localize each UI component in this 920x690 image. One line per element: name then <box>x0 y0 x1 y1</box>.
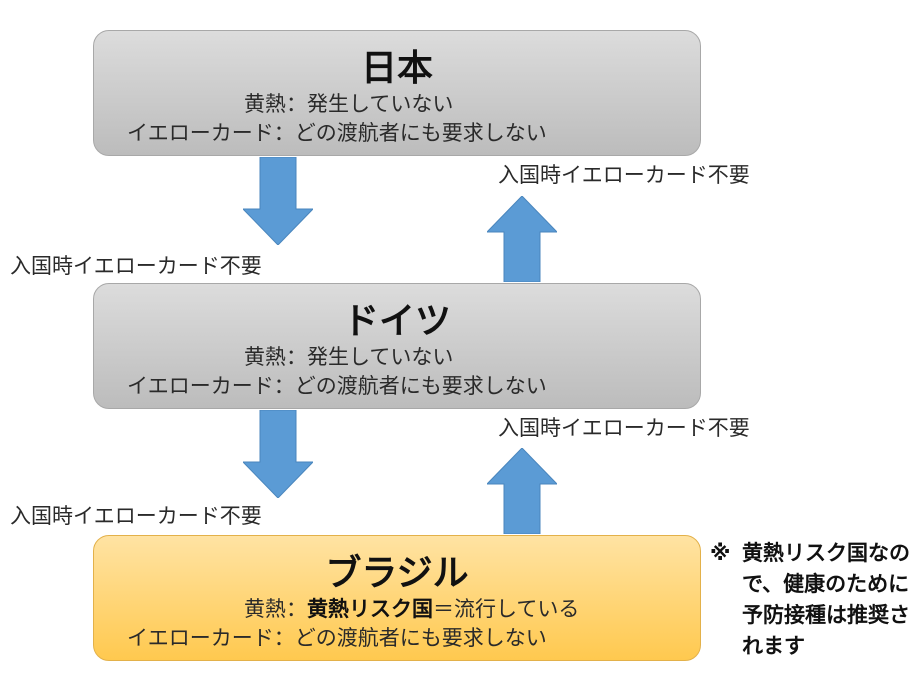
fever-label: 黄熱： <box>244 92 307 116</box>
arrow-label-japan-to-germany: 入国時イエローカード不要 <box>10 254 262 278</box>
fever-value: 発生していない <box>307 92 454 116</box>
fever-value: ＝流行している <box>433 597 580 621</box>
node-brazil: ブラジル 黄熱：黄熱リスク国＝流行している イエローカード：どの渡航者にも要求し… <box>93 535 701 661</box>
node-japan-fever-line: 黄熱：発生していない <box>244 88 453 118</box>
card-label: イエローカード： <box>127 626 295 650</box>
fever-risk: 黄熱リスク国 <box>307 597 433 621</box>
fever-label: 黄熱： <box>244 597 307 621</box>
card-label: イエローカード： <box>127 121 295 145</box>
card-value: どの渡航者にも要求しない <box>294 374 547 398</box>
arrow-label-brazil-to-germany: 入国時イエローカード不要 <box>498 416 750 440</box>
node-germany-title: ドイツ <box>342 301 451 342</box>
arrow-up-germany-japan <box>487 196 557 282</box>
node-brazil-card-line: イエローカード：どの渡航者にも要求しない <box>127 622 547 652</box>
arrow-down-germany-brazil <box>243 410 313 498</box>
node-germany-fever-line: 黄熱：発生していない <box>244 341 453 371</box>
note-text: 黄熱リスク国なので、健康のために予防接種は推奨されます <box>742 541 910 658</box>
fever-value: 発生していない <box>307 345 454 369</box>
note-mark: ※ <box>710 541 731 565</box>
node-germany-card-line: イエローカード：どの渡航者にも要求しない <box>127 370 547 400</box>
fever-label: 黄熱： <box>244 345 307 369</box>
vaccination-note: ※ 黄熱リスク国なので、健康のために予防接種は推奨されます <box>710 538 915 662</box>
arrow-down-japan-germany <box>243 157 313 245</box>
card-value: どの渡航者にも要求しない <box>294 626 547 650</box>
node-germany: ドイツ 黄熱：発生していない イエローカード：どの渡航者にも要求しない <box>93 283 701 409</box>
node-japan: 日本 黄熱：発生していない イエローカード：どの渡航者にも要求しない <box>93 30 701 156</box>
node-brazil-title: ブラジル <box>325 553 469 594</box>
node-japan-card-line: イエローカード：どの渡航者にも要求しない <box>127 117 547 147</box>
arrow-label-germany-to-japan: 入国時イエローカード不要 <box>498 163 750 187</box>
card-label: イエローカード： <box>127 374 295 398</box>
arrow-up-brazil-germany <box>487 448 557 534</box>
arrow-label-germany-to-brazil: 入国時イエローカード不要 <box>10 504 262 528</box>
card-value: どの渡航者にも要求しない <box>294 121 547 145</box>
node-japan-title: 日本 <box>360 48 433 89</box>
node-brazil-fever-line: 黄熱：黄熱リスク国＝流行している <box>244 593 579 623</box>
